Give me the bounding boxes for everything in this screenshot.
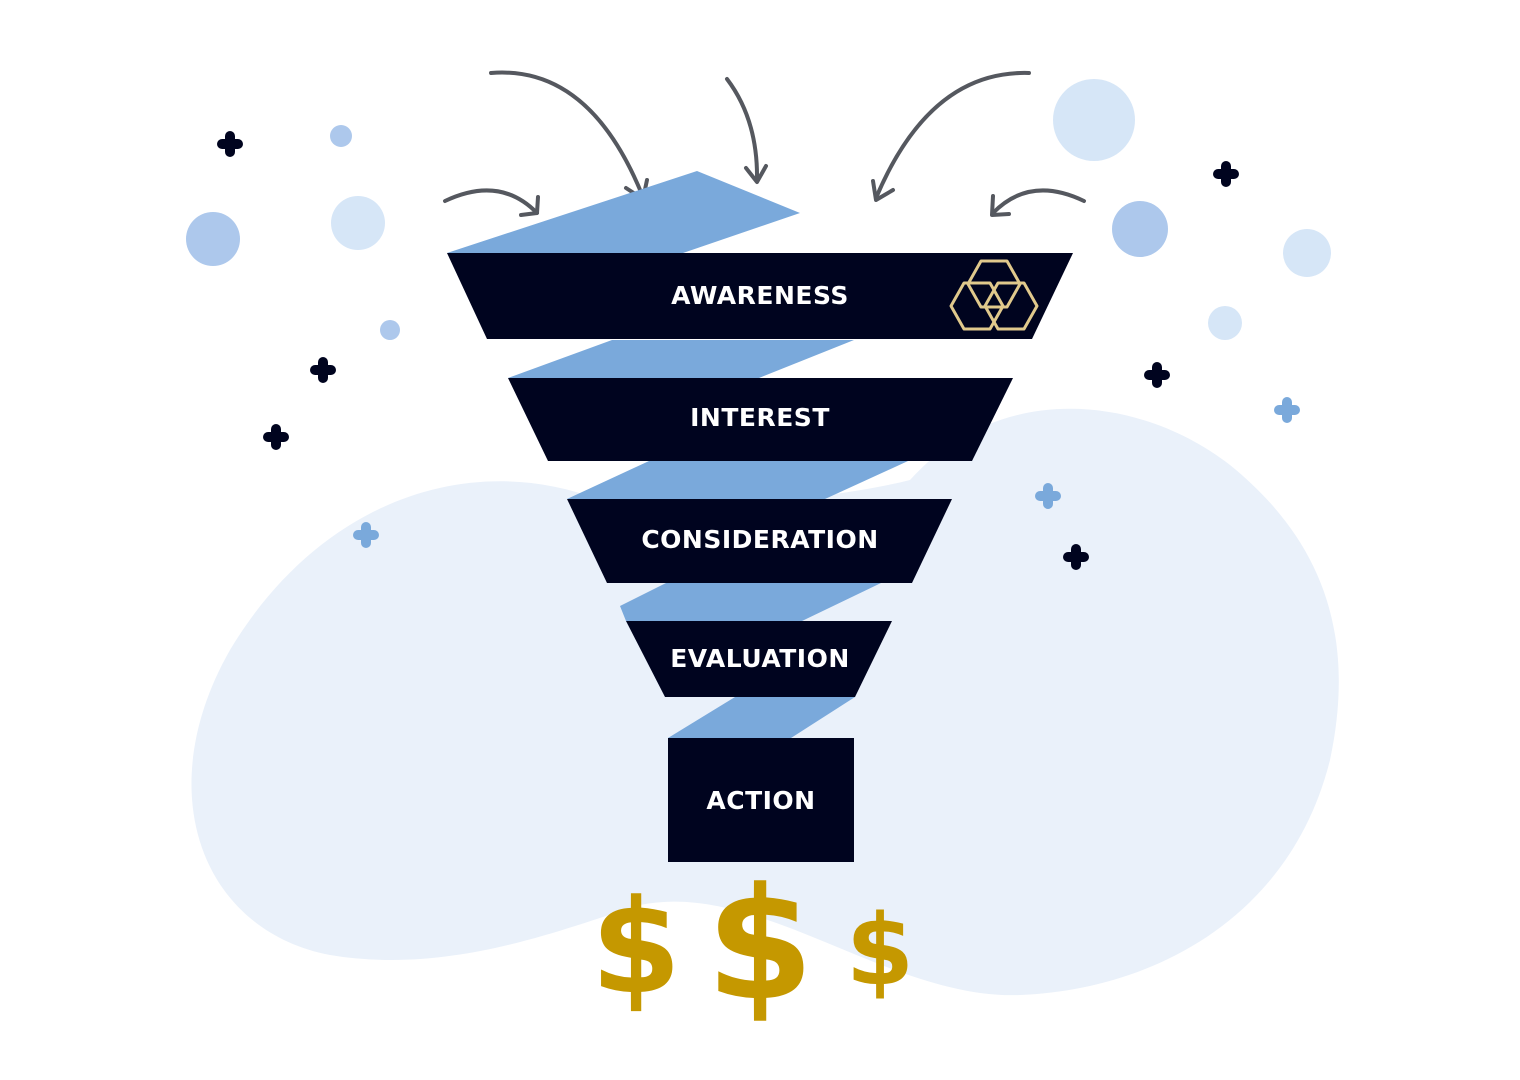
dot [1283,229,1331,277]
dot [1208,306,1242,340]
dot [186,212,240,266]
stage-band [447,253,1073,339]
arrow-icon [443,188,540,217]
stage-consideration: CONSIDERATION [567,499,952,583]
dollar-symbols: $ $ $ [591,854,914,1035]
stage-band [626,621,892,697]
sparkle-icon [1213,161,1239,187]
stage-label: ACTION [706,786,815,815]
dot [1112,201,1168,257]
stage-awareness: AWARENESS [447,253,1073,339]
arrow-icon [990,188,1086,217]
ribbon-segment [567,461,908,499]
incoming-arrows [443,70,1086,217]
sparkle-icon [353,522,379,548]
stage-label: AWARENESS [671,281,849,310]
stage-band [508,378,1013,461]
stage-interest: INTEREST [508,378,1013,461]
funnel-ribbon [447,171,908,738]
decorative-dots [186,79,1331,340]
dot [330,125,352,147]
arrow-icon [725,77,768,184]
dot [331,196,385,250]
stage-band [668,738,854,862]
arrow-icon [871,70,1031,202]
sparkle-icon [1035,483,1061,509]
hexagon-cluster-icon [949,259,1039,331]
dot [380,320,400,340]
ribbon-segment [447,171,800,253]
dollar-symbol: $ [706,854,814,1035]
sparkle-icon [1063,544,1089,570]
stage-label: EVALUATION [670,644,850,673]
sparkle-icon [217,131,243,157]
dollar-symbol: $ [846,894,914,1008]
arrow-icon [489,70,649,201]
sparkle-icon [263,424,289,450]
ribbon-segment [668,697,855,738]
sparkle-icon [310,357,336,383]
ribbon-segment [508,340,854,378]
sparkle-icon [1144,362,1170,388]
dollar-symbol: $ [591,871,681,1023]
stage-action: ACTION [668,738,854,862]
ribbon-segment [620,583,881,621]
dot [1053,79,1135,161]
funnel-stages: AWARENESS INTEREST CONSIDERATION EVALUAT… [447,253,1073,862]
stage-label: INTEREST [690,403,830,432]
stage-evaluation: EVALUATION [626,621,892,697]
sparkle-icon [1274,397,1300,423]
stage-label: CONSIDERATION [641,525,878,554]
decorative-sparkles [217,131,1300,570]
stage-band [567,499,952,583]
